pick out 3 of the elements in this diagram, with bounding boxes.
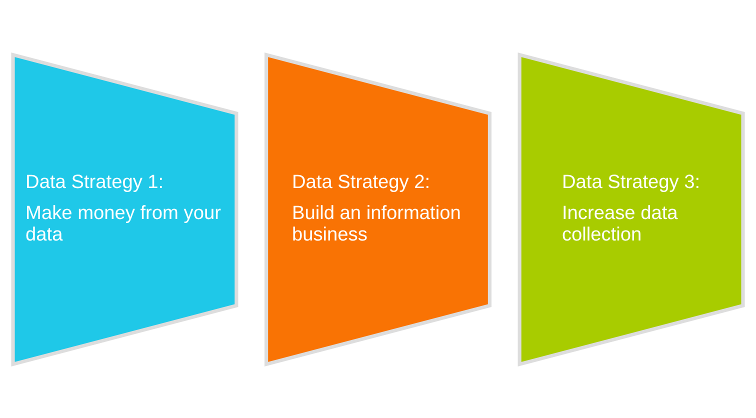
node-box: Data Strategy 2: Build an information business — [264, 52, 492, 366]
node-box: Data Strategy 3: Increase data collection — [518, 52, 745, 366]
node-box: Data Strategy 1: Make money from your data — [11, 52, 238, 366]
